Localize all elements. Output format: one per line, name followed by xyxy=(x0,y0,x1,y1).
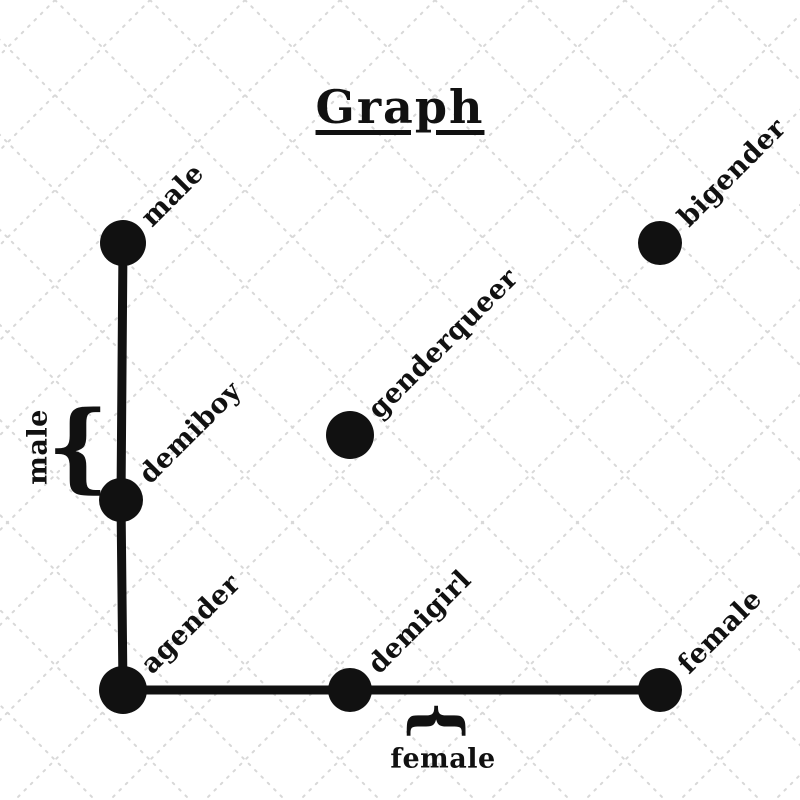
node-female xyxy=(638,668,682,712)
lattice-line xyxy=(0,0,341,342)
node-demigirl xyxy=(328,668,372,712)
lattice-line xyxy=(14,13,800,800)
lattice-line xyxy=(0,0,531,532)
node-bigender xyxy=(638,221,682,265)
node-demiboy xyxy=(99,478,143,522)
lattice-line xyxy=(109,108,800,800)
lattice-line xyxy=(0,0,626,627)
node-genderqueer xyxy=(326,411,374,459)
lattice-line xyxy=(0,0,246,247)
female-group-brace-icon: { xyxy=(401,700,476,742)
lattice-line xyxy=(0,0,151,152)
lattice-line xyxy=(434,0,800,367)
page-title: Graph xyxy=(315,80,485,134)
lattice-line xyxy=(0,38,761,800)
edge-demiboy-agender xyxy=(116,495,128,695)
lattice-line xyxy=(339,0,800,462)
lattice-line xyxy=(529,0,800,272)
lattice-line xyxy=(54,0,800,747)
lattice-line xyxy=(624,0,800,177)
node-agender xyxy=(99,666,147,714)
lattice-line xyxy=(149,0,800,652)
lattice-line xyxy=(0,0,721,722)
edge-male-demiboy xyxy=(116,238,128,505)
node-male xyxy=(100,220,146,266)
lattice-line xyxy=(0,0,436,437)
male-group-label: male xyxy=(22,409,54,485)
lattice-line xyxy=(244,0,800,557)
female-group-label: female xyxy=(390,743,496,775)
male-group-brace-icon: { xyxy=(47,390,109,503)
